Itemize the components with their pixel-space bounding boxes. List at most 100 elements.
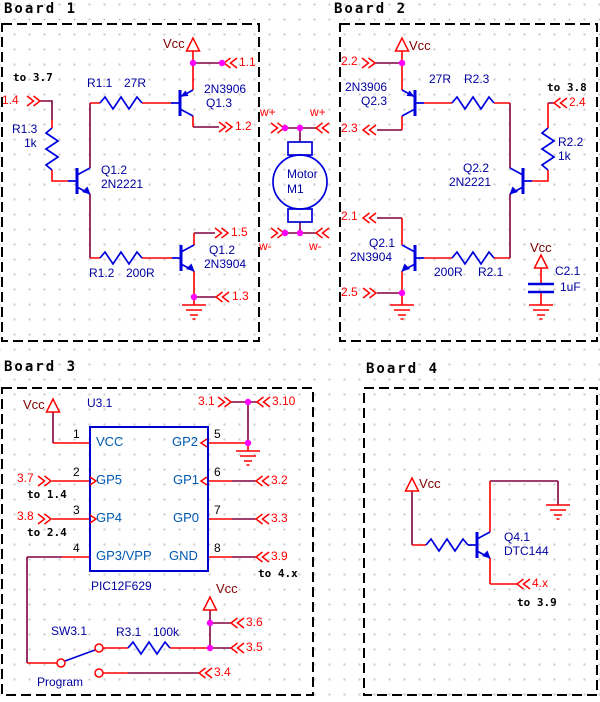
resistor-r2-3 xyxy=(451,95,495,111)
resistor-ref-r1-3: R1.3 xyxy=(12,122,38,136)
junction-dot xyxy=(206,644,214,652)
motor-terminal-bottom xyxy=(287,208,313,223)
ic-u3-1-body xyxy=(89,426,209,572)
junction-dot xyxy=(244,439,252,447)
ic-pin-gp3-vpp: GP3/VPP xyxy=(96,548,152,563)
transistor-ref-q1-2: Q1.2 xyxy=(101,163,128,177)
junction-dot xyxy=(189,59,197,67)
board4-dark-wires xyxy=(411,480,559,545)
resistor-base-q4-1 xyxy=(425,537,469,553)
net-note-to-2-4: to 2.4 xyxy=(27,526,67,539)
ic-pin-direction-arrows xyxy=(89,438,208,524)
vcc-label: Vcc xyxy=(163,36,185,51)
resistor-r3-1 xyxy=(127,640,171,656)
ic-pin-gp4: GP4 xyxy=(96,510,123,525)
vcc-triangle-icon xyxy=(404,477,420,492)
resistor-r1-2 xyxy=(99,250,143,266)
transistor-part-q2-1: 2N3904 xyxy=(350,250,393,264)
connector-label-1-5: 1.5 xyxy=(231,225,248,239)
vcc-triangle-icon xyxy=(394,37,410,52)
resistor-r2-2 xyxy=(540,127,556,171)
resistor-value-r2-2: 1k xyxy=(558,149,571,163)
transistor-part-q1-3: 2N3906 xyxy=(204,82,247,96)
connector-chevron-left-icon xyxy=(315,122,330,134)
capacitor-ref-c2-1: C2.1 xyxy=(555,264,581,278)
board3-title: Board 3 xyxy=(4,359,78,375)
motor-graphics xyxy=(270,122,330,239)
resistor-r1-3 xyxy=(44,127,60,171)
connector-label-2-3: 2.3 xyxy=(341,121,358,135)
board1-border xyxy=(1,23,260,342)
transistor-part-q4-1: DTC144 xyxy=(504,544,549,558)
transistor-part-q1-bottom: 2N3904 xyxy=(204,257,247,271)
connector-chevron-left-icon xyxy=(198,667,213,679)
capacitor-c2-1 xyxy=(528,282,554,294)
board2-red-wires xyxy=(401,51,549,305)
resistor-ref-r1-2: R1.2 xyxy=(89,266,115,280)
resistor-value-r1-3: 1k xyxy=(24,136,37,150)
transistor-q1-2 xyxy=(66,166,92,196)
pin-number-3: 3 xyxy=(73,503,80,517)
ic-pin-gp2: GP2 xyxy=(172,434,199,449)
transistor-part-q2-2: 2N2221 xyxy=(449,175,492,189)
junction-dot xyxy=(244,398,252,406)
board1-dark-wires xyxy=(40,62,224,298)
connector-chevron-right-icon xyxy=(37,475,52,487)
resistor-ref-r2-3: R2.3 xyxy=(464,72,490,86)
ground-icon xyxy=(545,504,571,520)
vcc-triangle-icon xyxy=(533,254,549,269)
switch-contact-a xyxy=(94,643,104,653)
connector-label-3-10: 3.10 xyxy=(272,394,296,408)
board2-title: Board 2 xyxy=(334,1,408,17)
switch-contact-b xyxy=(94,668,104,678)
transistor-q2-3 xyxy=(400,88,426,118)
transistor-part-q2-3: 2N3906 xyxy=(345,80,388,94)
connector-label-2-4: 2.4 xyxy=(569,95,586,109)
junction-dot xyxy=(206,619,214,627)
resistor-r2-1 xyxy=(451,250,495,266)
resistor-r1-1 xyxy=(99,95,143,111)
connector-chevron-left-icon xyxy=(362,212,377,224)
connector-chevron-left-icon xyxy=(255,513,270,525)
connector-chevron-right-icon xyxy=(218,121,233,133)
junction-dot xyxy=(296,124,304,132)
transistor-ref-q1-3: Q1.3 xyxy=(206,96,233,110)
pin-number-2: 2 xyxy=(73,465,80,479)
motor-ref: M1 xyxy=(287,182,304,196)
ic-pin-gnd: GND xyxy=(169,548,198,563)
transistor-ref-q4-1: Q4.1 xyxy=(504,530,531,544)
connector-chevron-left-icon xyxy=(215,291,230,303)
connector-chevron-left-icon xyxy=(256,396,271,408)
net-note-to-3-9: to 3.9 xyxy=(517,596,557,609)
connector-chevron-left-icon xyxy=(255,475,270,487)
connector-label-2-5: 2.5 xyxy=(341,285,358,299)
resistor-ref-r2-1: R2.1 xyxy=(478,265,504,279)
connector-label-3-9: 3.9 xyxy=(271,549,288,563)
net-note-to-3-8: to 3.8 xyxy=(547,81,587,94)
connector-chevron-left-icon xyxy=(553,97,568,109)
pin-number-5: 5 xyxy=(214,427,221,441)
switch-label-program: Program xyxy=(37,675,84,689)
connector-label-1-4: 1.4 xyxy=(2,93,19,107)
motor-name: Motor xyxy=(287,167,318,181)
transistor-q2-2 xyxy=(508,166,534,196)
connector-label-1-3: 1.3 xyxy=(232,289,249,303)
connector-label-3-3: 3.3 xyxy=(271,511,288,525)
connector-label-3-6: 3.6 xyxy=(246,615,263,629)
connector-chevron-left-icon xyxy=(255,551,270,563)
transistor-q2-1 xyxy=(400,243,426,273)
transistor-ref-q2-1: Q2.1 xyxy=(369,236,396,250)
capacitor-value-c2-1: 1uF xyxy=(560,280,581,294)
vcc-label: Vcc xyxy=(530,240,552,255)
pin-number-4: 4 xyxy=(73,541,80,555)
connector-chevron-left-icon xyxy=(230,617,245,629)
connector-chevron-right-icon xyxy=(26,95,41,107)
resistor-value-r3-1: 100k xyxy=(153,625,180,639)
board4-red-wires xyxy=(412,481,517,585)
vcc-label: Vcc xyxy=(216,581,238,596)
ground-icon xyxy=(528,304,554,320)
resistor-value-r2-3: 27R xyxy=(429,72,452,86)
board4-title: Board 4 xyxy=(366,361,440,377)
net-note-to-4-x: to 4.x xyxy=(258,567,298,580)
